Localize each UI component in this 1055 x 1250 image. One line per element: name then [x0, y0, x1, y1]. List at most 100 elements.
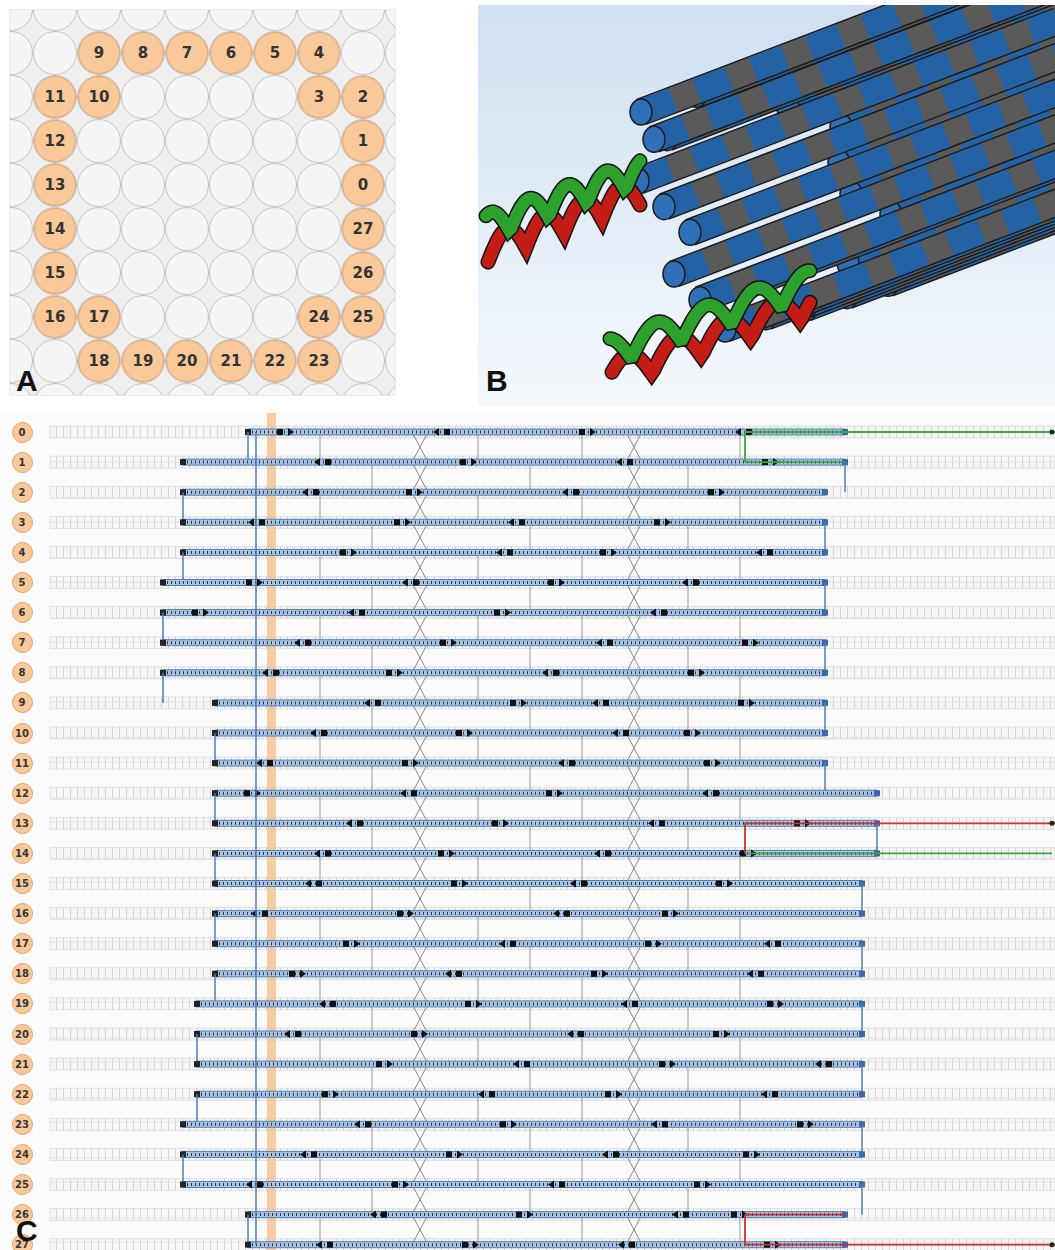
lattice-cell: [166, 120, 209, 163]
lattice-cell: [122, 384, 165, 396]
crossover: [412, 613, 428, 643]
strand-end: [822, 549, 828, 555]
staple-end: [662, 1121, 668, 1127]
row-label: 19: [12, 993, 33, 1014]
staple-crossover: [740, 435, 741, 459]
staple-crossover: [740, 495, 741, 519]
lattice-cell: [386, 164, 396, 207]
scaffold-strand: [183, 1182, 862, 1188]
lattice-cell: [34, 120, 77, 163]
crossover: [626, 492, 642, 522]
staple-arrow: [408, 910, 414, 918]
lattice-cell: [78, 120, 121, 163]
staple-end: [462, 1242, 468, 1248]
staple-arrow: [354, 940, 360, 948]
helix-circle: 8: [122, 32, 164, 74]
staple-crossover: [320, 977, 321, 1001]
staple-arrow: [672, 1211, 678, 1219]
staple-arrow: [257, 579, 263, 587]
lattice-cell: [166, 32, 209, 75]
staple-end: [489, 1091, 495, 1097]
lattice-cell: [386, 120, 396, 163]
staple-end: [684, 730, 690, 736]
lattice-cell: [166, 10, 209, 31]
crossover: [626, 1094, 642, 1124]
staple-arrow: [808, 1120, 814, 1128]
crossover: [626, 522, 642, 552]
row-label: 22: [12, 1084, 33, 1105]
staple-crossover: [740, 796, 741, 820]
staple-end: [564, 911, 570, 917]
crossover: [412, 733, 428, 763]
staple-arrow: [364, 699, 370, 707]
crossover: [412, 823, 428, 853]
staple-end: [365, 1121, 371, 1127]
strand-end: [212, 700, 218, 706]
staple-arrow: [815, 1060, 821, 1068]
staple-crossover: [530, 1007, 531, 1031]
lattice-cell: [10, 164, 33, 207]
panel-letter: A: [16, 366, 38, 396]
staple-end: [775, 941, 781, 947]
helix-track: [50, 637, 1055, 649]
ss-extension: [745, 853, 877, 855]
strand-end: [194, 1061, 200, 1067]
crossover: [626, 492, 642, 522]
helix-circle: 3: [298, 76, 340, 118]
staple-crossover: [320, 1218, 321, 1242]
staple-crossover: [740, 917, 741, 941]
lattice-cell: [10, 76, 33, 119]
staple-crossover: [740, 736, 741, 760]
ss-extension: [845, 1244, 1055, 1246]
staple-end: [553, 670, 559, 676]
staple-end: [343, 941, 349, 947]
crossover: [626, 1124, 642, 1154]
staple-arrow: [611, 548, 617, 556]
helix-number: 16: [45, 308, 66, 326]
staple-end: [826, 1061, 832, 1067]
staple-crossover: [582, 1037, 583, 1061]
staple-arrow: [478, 1090, 484, 1098]
scaffold-strand: [215, 941, 862, 947]
helix-number: 16: [15, 908, 29, 919]
staple-crossover: [478, 1037, 479, 1061]
lattice-cell: [10, 32, 33, 75]
row-label: 17: [12, 933, 33, 954]
lattice-cell: [78, 384, 121, 396]
helix-number: 7: [182, 44, 192, 62]
crossover: [412, 522, 428, 552]
staple-end: [704, 760, 710, 766]
staple-end: [313, 489, 319, 495]
ss-extension: [845, 431, 1055, 433]
crossover: [412, 1185, 428, 1215]
lattice-cell: [298, 340, 341, 383]
lattice-cell: [10, 296, 33, 339]
staple-crossover: [372, 1067, 373, 1091]
lattice-cell: [34, 384, 77, 396]
staple-arrow: [400, 789, 406, 797]
staple-end: [381, 1212, 387, 1218]
helix-number: 24: [15, 1149, 29, 1160]
ss-strand: [610, 271, 810, 357]
helix-circle: 18: [78, 340, 120, 382]
row-label: 8: [12, 662, 33, 683]
staple-arrow: [656, 940, 662, 948]
lattice-cell: [166, 76, 209, 119]
panel-letter: C: [16, 1216, 38, 1246]
staple-arrow: [618, 1241, 624, 1249]
helix-track: [50, 456, 1055, 468]
staple-arrow: [567, 1030, 573, 1038]
staple-crossover: [688, 766, 689, 790]
lattice-cell: [386, 10, 396, 31]
staple-end: [683, 1212, 689, 1218]
staple-arrow: [754, 1150, 760, 1158]
crossover: [412, 1215, 428, 1245]
crossover: [626, 522, 642, 552]
helix-circle: 21: [210, 340, 252, 382]
helix-number: 0: [19, 427, 26, 438]
row-label: 14: [12, 843, 33, 864]
staple-arrow: [499, 940, 505, 948]
crossover: [412, 492, 428, 522]
helix-end: [643, 126, 665, 152]
staple-arrow: [246, 1181, 252, 1189]
